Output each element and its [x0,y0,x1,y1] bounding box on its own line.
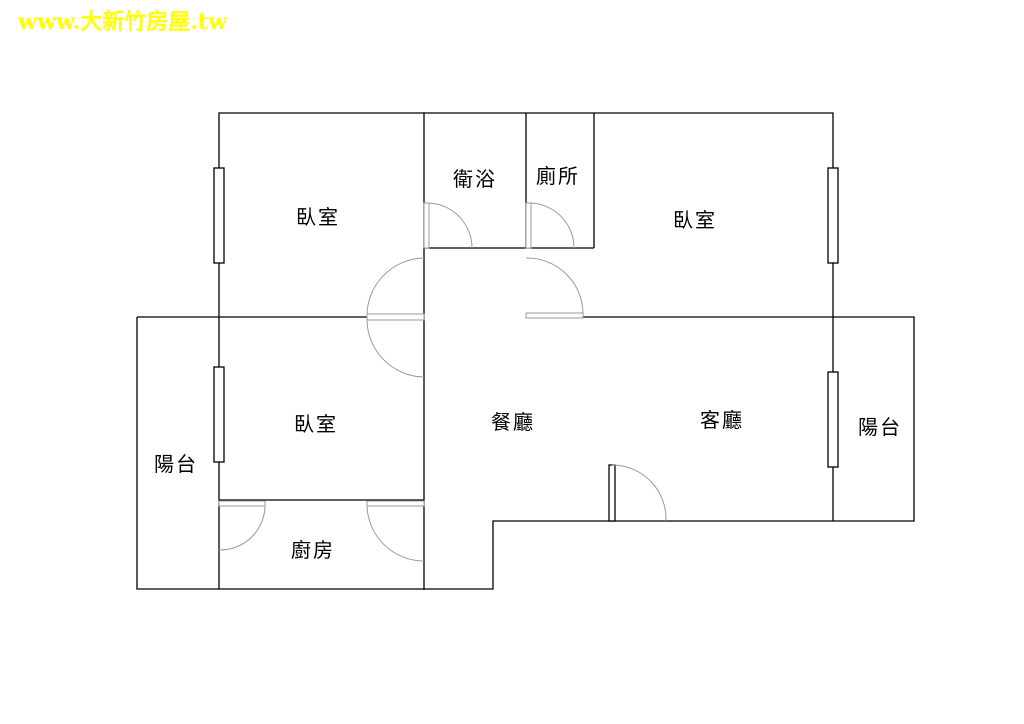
door-bathroom-leaf [423,202,430,249]
window-dining-bottom [608,464,616,522]
room-label-bedroom-top-right: 臥室 [673,208,717,232]
doors [218,202,667,562]
window-living-room [827,371,839,468]
room-label-toilet: 廁所 [536,164,580,188]
door-bedroom-top-right-arc [525,257,584,316]
door-bathroom [426,202,473,249]
door-toilet [528,202,575,249]
room-label-bedroom-middle-left: 臥室 [294,412,338,436]
room-label-kitchen: 廚房 [291,538,335,562]
room-label-bathroom: 衛浴 [453,167,497,191]
room-label-bedroom-top-left: 臥室 [296,205,340,229]
outer-wall-main [136,316,915,590]
door-kitchen-right-leaf [366,500,425,507]
room-labels: 臥室 衛浴 廁所 臥室 臥室 餐廳 客廳 陽台 陽台 廚房 [154,164,902,562]
room-label-balcony-left: 陽台 [154,452,198,476]
door-main-arc [611,464,667,522]
room-label-balcony-right: 陽台 [858,415,902,439]
door-kitchen-right-arc [366,502,425,562]
door-kitchen-left-arc [218,502,266,551]
window-bedroom-middle-left [213,366,225,463]
door-bedroom-top-left-leaf [366,313,425,321]
watermark-logo: www.大新竹房屋.tw [18,9,228,35]
room-label-living-room: 客廳 [700,408,744,432]
room-label-dining-room: 餐廳 [491,410,535,434]
window-bedroom-top-right [827,167,839,264]
door-toilet-leaf [525,202,532,249]
door-kitchen-left-leaf [218,500,266,507]
window-bedroom-top-left [213,167,225,264]
walls [136,112,915,590]
door-bedroom-top-right-leaf [525,312,584,319]
